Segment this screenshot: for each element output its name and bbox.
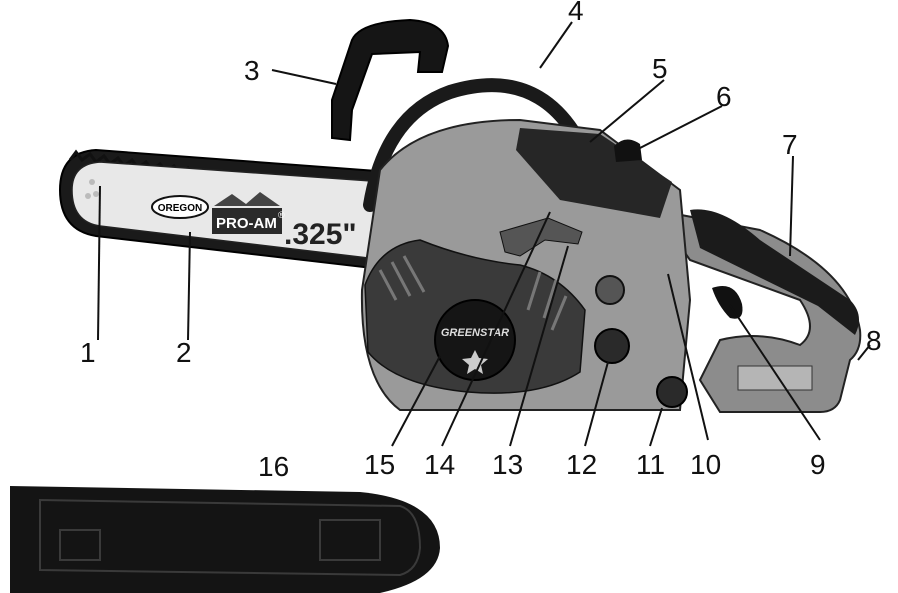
leader-6 <box>639 105 723 149</box>
rear-handle-grip <box>690 209 859 335</box>
callout-numbers: 1 2 3 4 5 6 7 8 9 10 11 12 13 14 15 16 <box>80 0 882 482</box>
bar-sprocket-hole <box>85 193 91 199</box>
starter-handle <box>499 217 583 257</box>
callout-8: 8 <box>866 325 882 356</box>
chain-tension-knob <box>656 376 688 408</box>
callout-15: 15 <box>364 449 395 480</box>
warning-label <box>737 365 813 391</box>
callout-11: 11 <box>636 449 665 480</box>
scabbard-rib <box>59 529 101 561</box>
leader-5 <box>589 79 665 143</box>
leader-3 <box>271 69 337 85</box>
callout-9: 9 <box>810 449 826 480</box>
callout-4: 4 <box>568 0 584 26</box>
star-icon <box>462 350 488 374</box>
callout-1: 1 <box>80 337 96 368</box>
callout-12: 12 <box>566 449 597 480</box>
leader-7 <box>789 155 794 257</box>
guide-bar-assembly: OREGON PRO-AM ® .325" <box>58 148 391 272</box>
leader-2 <box>187 231 191 341</box>
fuel-tank-cap <box>614 139 642 162</box>
leader-8 <box>857 344 871 361</box>
callout-2: 2 <box>176 337 192 368</box>
recoil-starter-cover <box>434 299 516 381</box>
leader-10 <box>667 273 709 441</box>
leader-14 <box>441 211 551 447</box>
oregon-logo <box>151 195 209 219</box>
callout-3: 3 <box>244 55 260 86</box>
chain-gauge-text: .325" <box>284 218 357 251</box>
bar-scabbard <box>10 486 440 593</box>
callout-6: 6 <box>716 81 732 112</box>
leader-11 <box>649 407 663 447</box>
oil-tank-cap <box>594 328 630 364</box>
oregon-logo-text: OREGON <box>158 203 202 214</box>
scabbard-rib <box>319 519 381 561</box>
primer-bulb <box>595 275 625 305</box>
top-cover <box>516 128 672 218</box>
pro-am-text: PRO-AM <box>216 215 277 232</box>
callout-10: 10 <box>690 449 721 480</box>
leader-13 <box>509 245 569 447</box>
front-handle <box>331 18 450 142</box>
leader-9 <box>729 304 821 441</box>
callout-5: 5 <box>652 53 668 84</box>
leader-4 <box>539 21 573 69</box>
callout-16: 16 <box>258 451 289 482</box>
bar-sprocket-hole <box>93 191 99 197</box>
pro-am-label <box>212 208 282 234</box>
chain-brake-hand-guard <box>363 78 602 212</box>
callout-13: 13 <box>492 449 523 480</box>
callout-7: 7 <box>782 129 798 160</box>
bar-sprocket-hole <box>89 179 95 185</box>
registered-mark: ® <box>278 210 285 220</box>
mountain-icon <box>214 192 280 206</box>
leader-15 <box>391 355 441 447</box>
throttle-trigger <box>712 286 743 319</box>
leader-1 <box>97 185 101 341</box>
callout-leaders <box>97 21 871 447</box>
leader-12 <box>584 361 609 447</box>
grille-slots <box>378 255 568 331</box>
greenstar-logo-text: GREENSTAR <box>441 327 509 339</box>
callout-14: 14 <box>424 449 455 480</box>
